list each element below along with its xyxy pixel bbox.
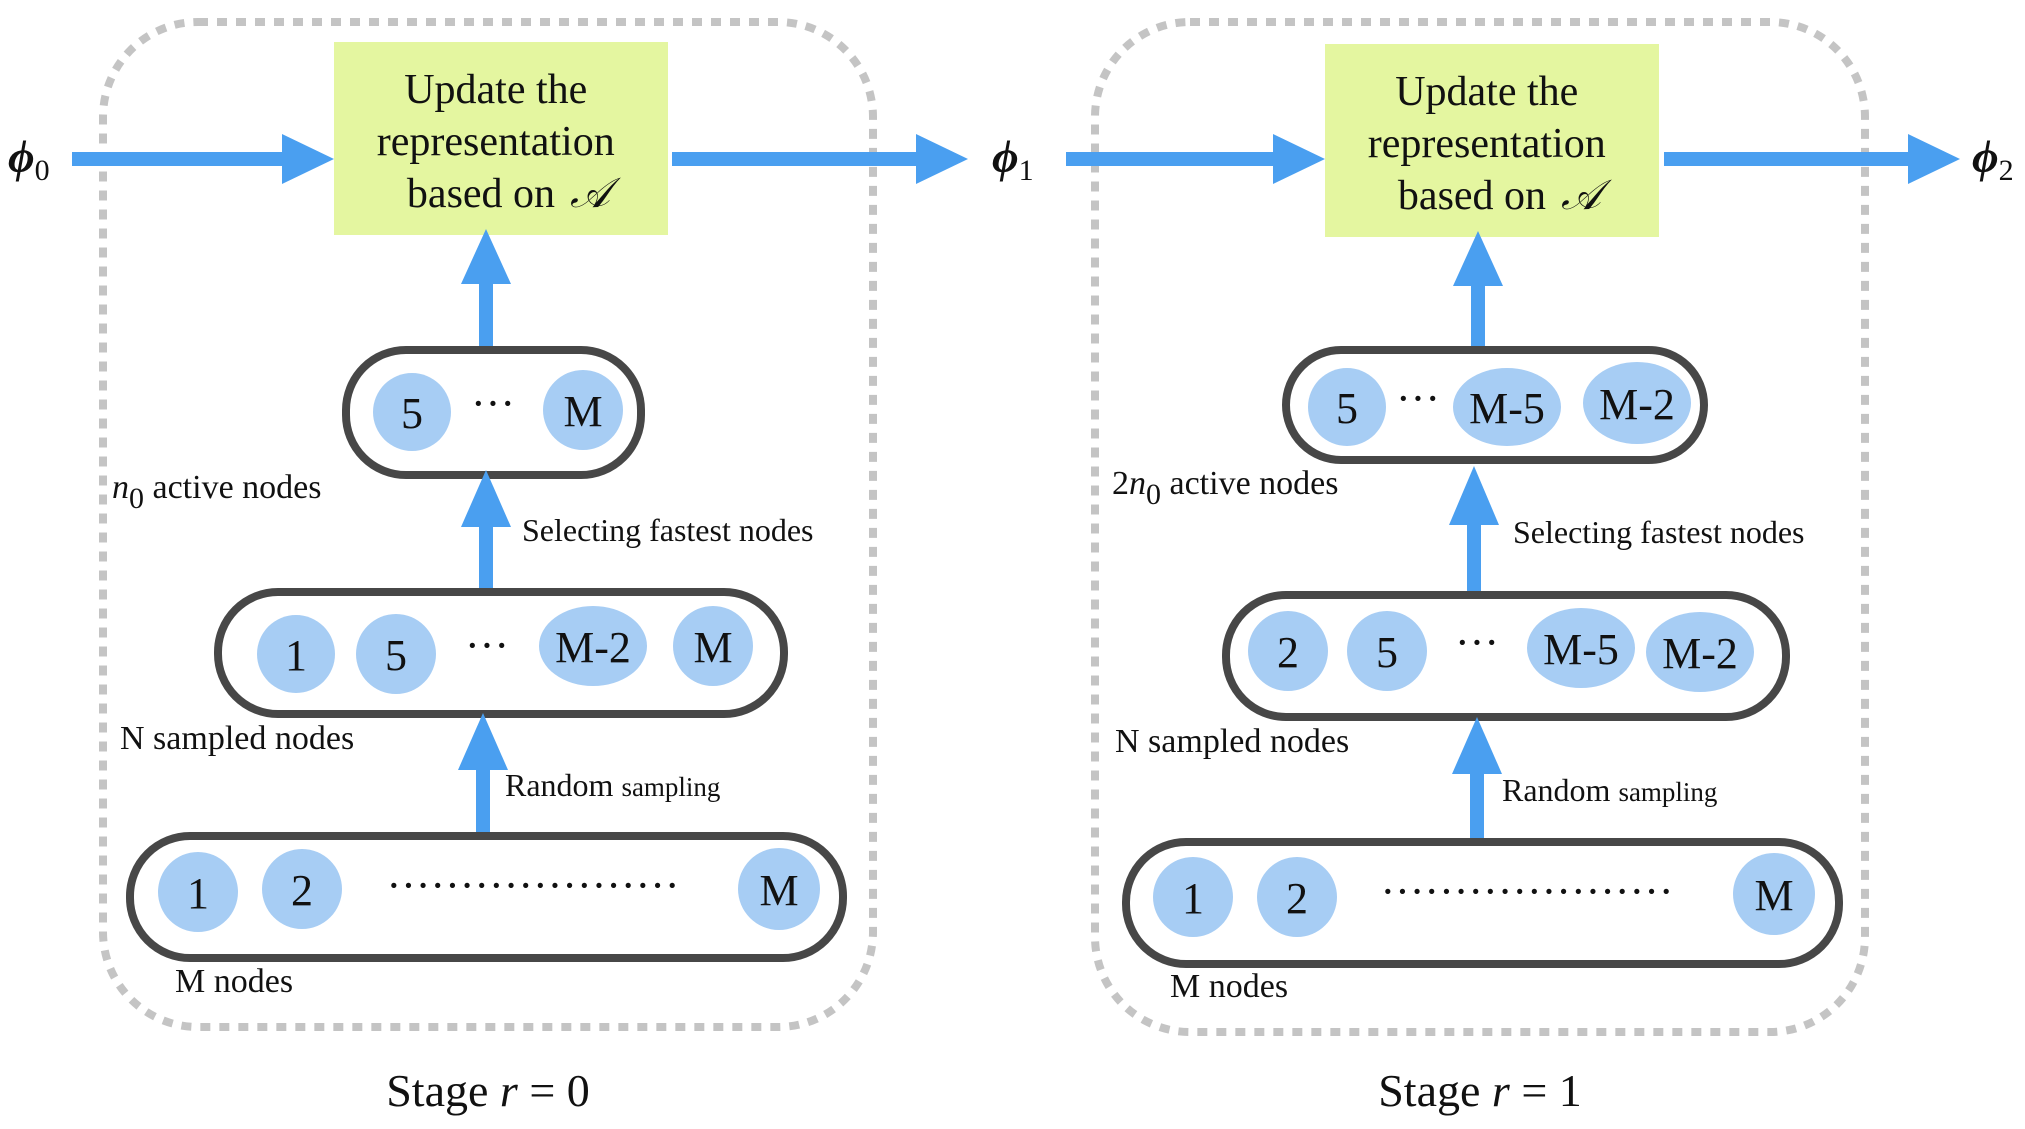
sampling-label: Random sampling — [1502, 772, 1717, 808]
all-nodes-label: M nodes — [1170, 968, 1288, 1005]
arrow-update-to-phi1 — [672, 134, 968, 184]
svg-text:M: M — [693, 623, 732, 672]
update-box-text: Update the representation based on — [1368, 69, 1616, 219]
active-node: 5 — [1308, 368, 1386, 446]
sampled-node: 1 — [257, 615, 335, 693]
phi0-label: ϕ0 — [8, 131, 50, 187]
svg-text:5: 5 — [1336, 384, 1358, 433]
svg-text:2: 2 — [291, 866, 313, 915]
stage-0-border — [99, 18, 877, 1031]
all-node: 1 — [1153, 857, 1233, 937]
sampled-node: 5 — [1347, 611, 1427, 691]
sampled-node: M-2 — [1646, 612, 1754, 692]
sampling-label: Random sampling — [505, 767, 720, 803]
sampled-nodes-label: N sampled nodes — [1115, 723, 1349, 760]
arrow-update-to-phi2 — [1664, 134, 1960, 184]
stage-0: Update the representation based on 𝒜 5 ·… — [72, 18, 968, 1116]
arrow-all-to-sampled — [1452, 717, 1502, 840]
stage-1-border — [1091, 18, 1869, 1036]
svg-text:M: M — [759, 866, 798, 915]
arrow-active-to-update — [1453, 231, 1503, 348]
sampled-node: M-5 — [1527, 608, 1635, 688]
all-dots: ···················· — [386, 861, 679, 910]
svg-text:M-2: M-2 — [1599, 380, 1675, 429]
select-label: Selecting fastest nodes — [522, 512, 813, 548]
arrow-phi0-to-update — [72, 134, 334, 184]
svg-text:1: 1 — [187, 869, 209, 918]
sampled-node: M — [673, 606, 753, 686]
select-label: Selecting fastest nodes — [1513, 514, 1804, 550]
phi2-label: ϕ2 — [1972, 131, 2014, 187]
svg-text:M-2: M-2 — [1662, 629, 1738, 678]
svg-text:1: 1 — [1182, 874, 1204, 923]
active-node: 5 — [373, 373, 451, 451]
active-node: M — [543, 370, 623, 450]
phi1-label: ϕ1 — [992, 131, 1034, 187]
svg-text:2: 2 — [1286, 874, 1308, 923]
svg-text:5: 5 — [401, 389, 423, 438]
arrow-sampled-to-active — [461, 470, 511, 593]
arrow-phi1-to-update — [1066, 134, 1325, 184]
arrow-sampled-to-active — [1449, 466, 1499, 593]
all-node: 1 — [158, 852, 238, 932]
all-node: 2 — [262, 849, 342, 929]
svg-text:M: M — [563, 387, 602, 436]
svg-text:5: 5 — [385, 631, 407, 680]
svg-text:M-2: M-2 — [555, 623, 631, 672]
arrow-active-to-update — [461, 229, 511, 348]
active-nodes-label: 2n0 active nodes — [1112, 465, 1339, 511]
active-node: M-5 — [1453, 368, 1561, 446]
all-nodes-label: M nodes — [175, 963, 293, 1000]
all-node: 2 — [1257, 857, 1337, 937]
svg-text:5: 5 — [1376, 628, 1398, 677]
svg-text:M: M — [1754, 871, 1793, 920]
arrow-all-to-sampled — [458, 713, 508, 836]
svg-text:M-5: M-5 — [1543, 625, 1619, 674]
svg-text:1: 1 — [285, 631, 307, 680]
active-dots: ··· — [1396, 374, 1440, 423]
stage-1-caption: Stage r = 1 — [1378, 1065, 1582, 1116]
sampled-nodes-label: N sampled nodes — [120, 720, 354, 757]
sampled-node: 2 — [1248, 611, 1328, 691]
sampled-dots: ··· — [1455, 618, 1499, 667]
active-nodes-label: n0 active nodes — [112, 469, 322, 515]
active-dots: ··· — [471, 379, 515, 428]
all-dots: ···················· — [1380, 867, 1673, 916]
update-box — [1325, 44, 1659, 237]
sampled-node: 5 — [356, 614, 436, 694]
update-box-text: Update the representation based on — [377, 67, 625, 217]
stage-0-caption: Stage r = 0 — [386, 1065, 590, 1116]
all-node: M — [1733, 853, 1815, 935]
all-node: M — [738, 848, 820, 930]
sampled-dots: ··· — [465, 621, 509, 670]
sampled-nodes-pill — [214, 588, 788, 718]
svg-text:2: 2 — [1277, 628, 1299, 677]
svg-text:M-5: M-5 — [1469, 384, 1545, 433]
update-box — [334, 42, 668, 235]
stage-1: Update the representation based on 𝒜 5 ·… — [1066, 18, 1960, 1116]
active-node: M-2 — [1583, 362, 1691, 444]
sampled-node: M-2 — [539, 606, 647, 686]
